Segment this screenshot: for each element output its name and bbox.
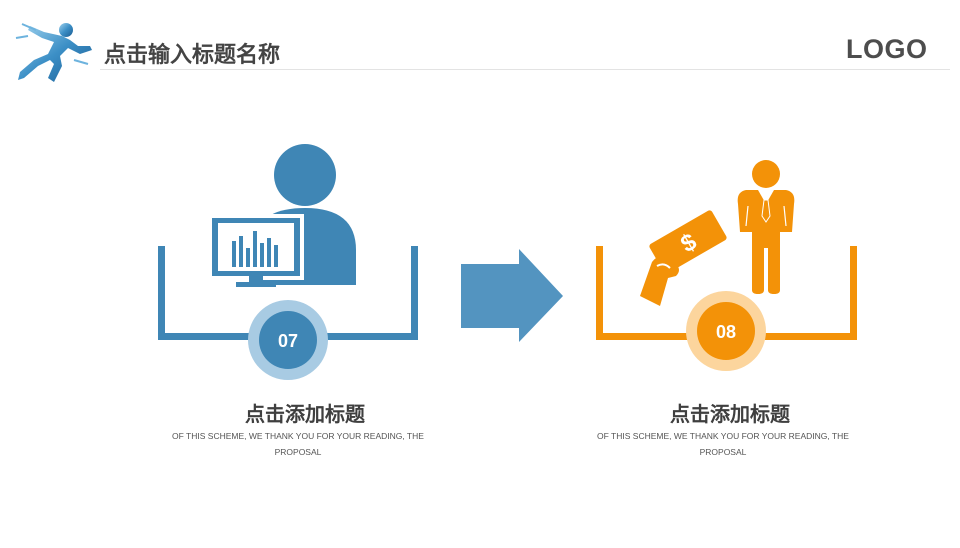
runner-logo-icon <box>15 23 92 82</box>
step-07-badge <box>259 311 317 369</box>
logo-text: LOGO <box>846 34 928 64</box>
step-07-group <box>158 144 418 380</box>
step-07-number: 07 <box>278 331 298 351</box>
step-07-description: OF THIS SCHEME, WE THANK YOU FOR YOUR RE… <box>172 431 424 457</box>
step-08-group: $ <box>596 160 857 371</box>
arrow-right-icon <box>461 249 563 342</box>
step-08-title: 点击添加标题 <box>670 402 790 426</box>
step-08-description: OF THIS SCHEME, WE THANK YOU FOR YOUR RE… <box>597 431 849 457</box>
step-08-badge <box>697 302 755 360</box>
step-08-number: 08 <box>716 322 736 342</box>
user-computer-icon <box>208 144 356 287</box>
step-07-title: 点击添加标题 <box>245 402 365 426</box>
money-hand-person-icon: $ <box>640 160 795 306</box>
slide-title: 点击输入标题名称 <box>104 43 281 68</box>
header-divider <box>100 69 950 70</box>
